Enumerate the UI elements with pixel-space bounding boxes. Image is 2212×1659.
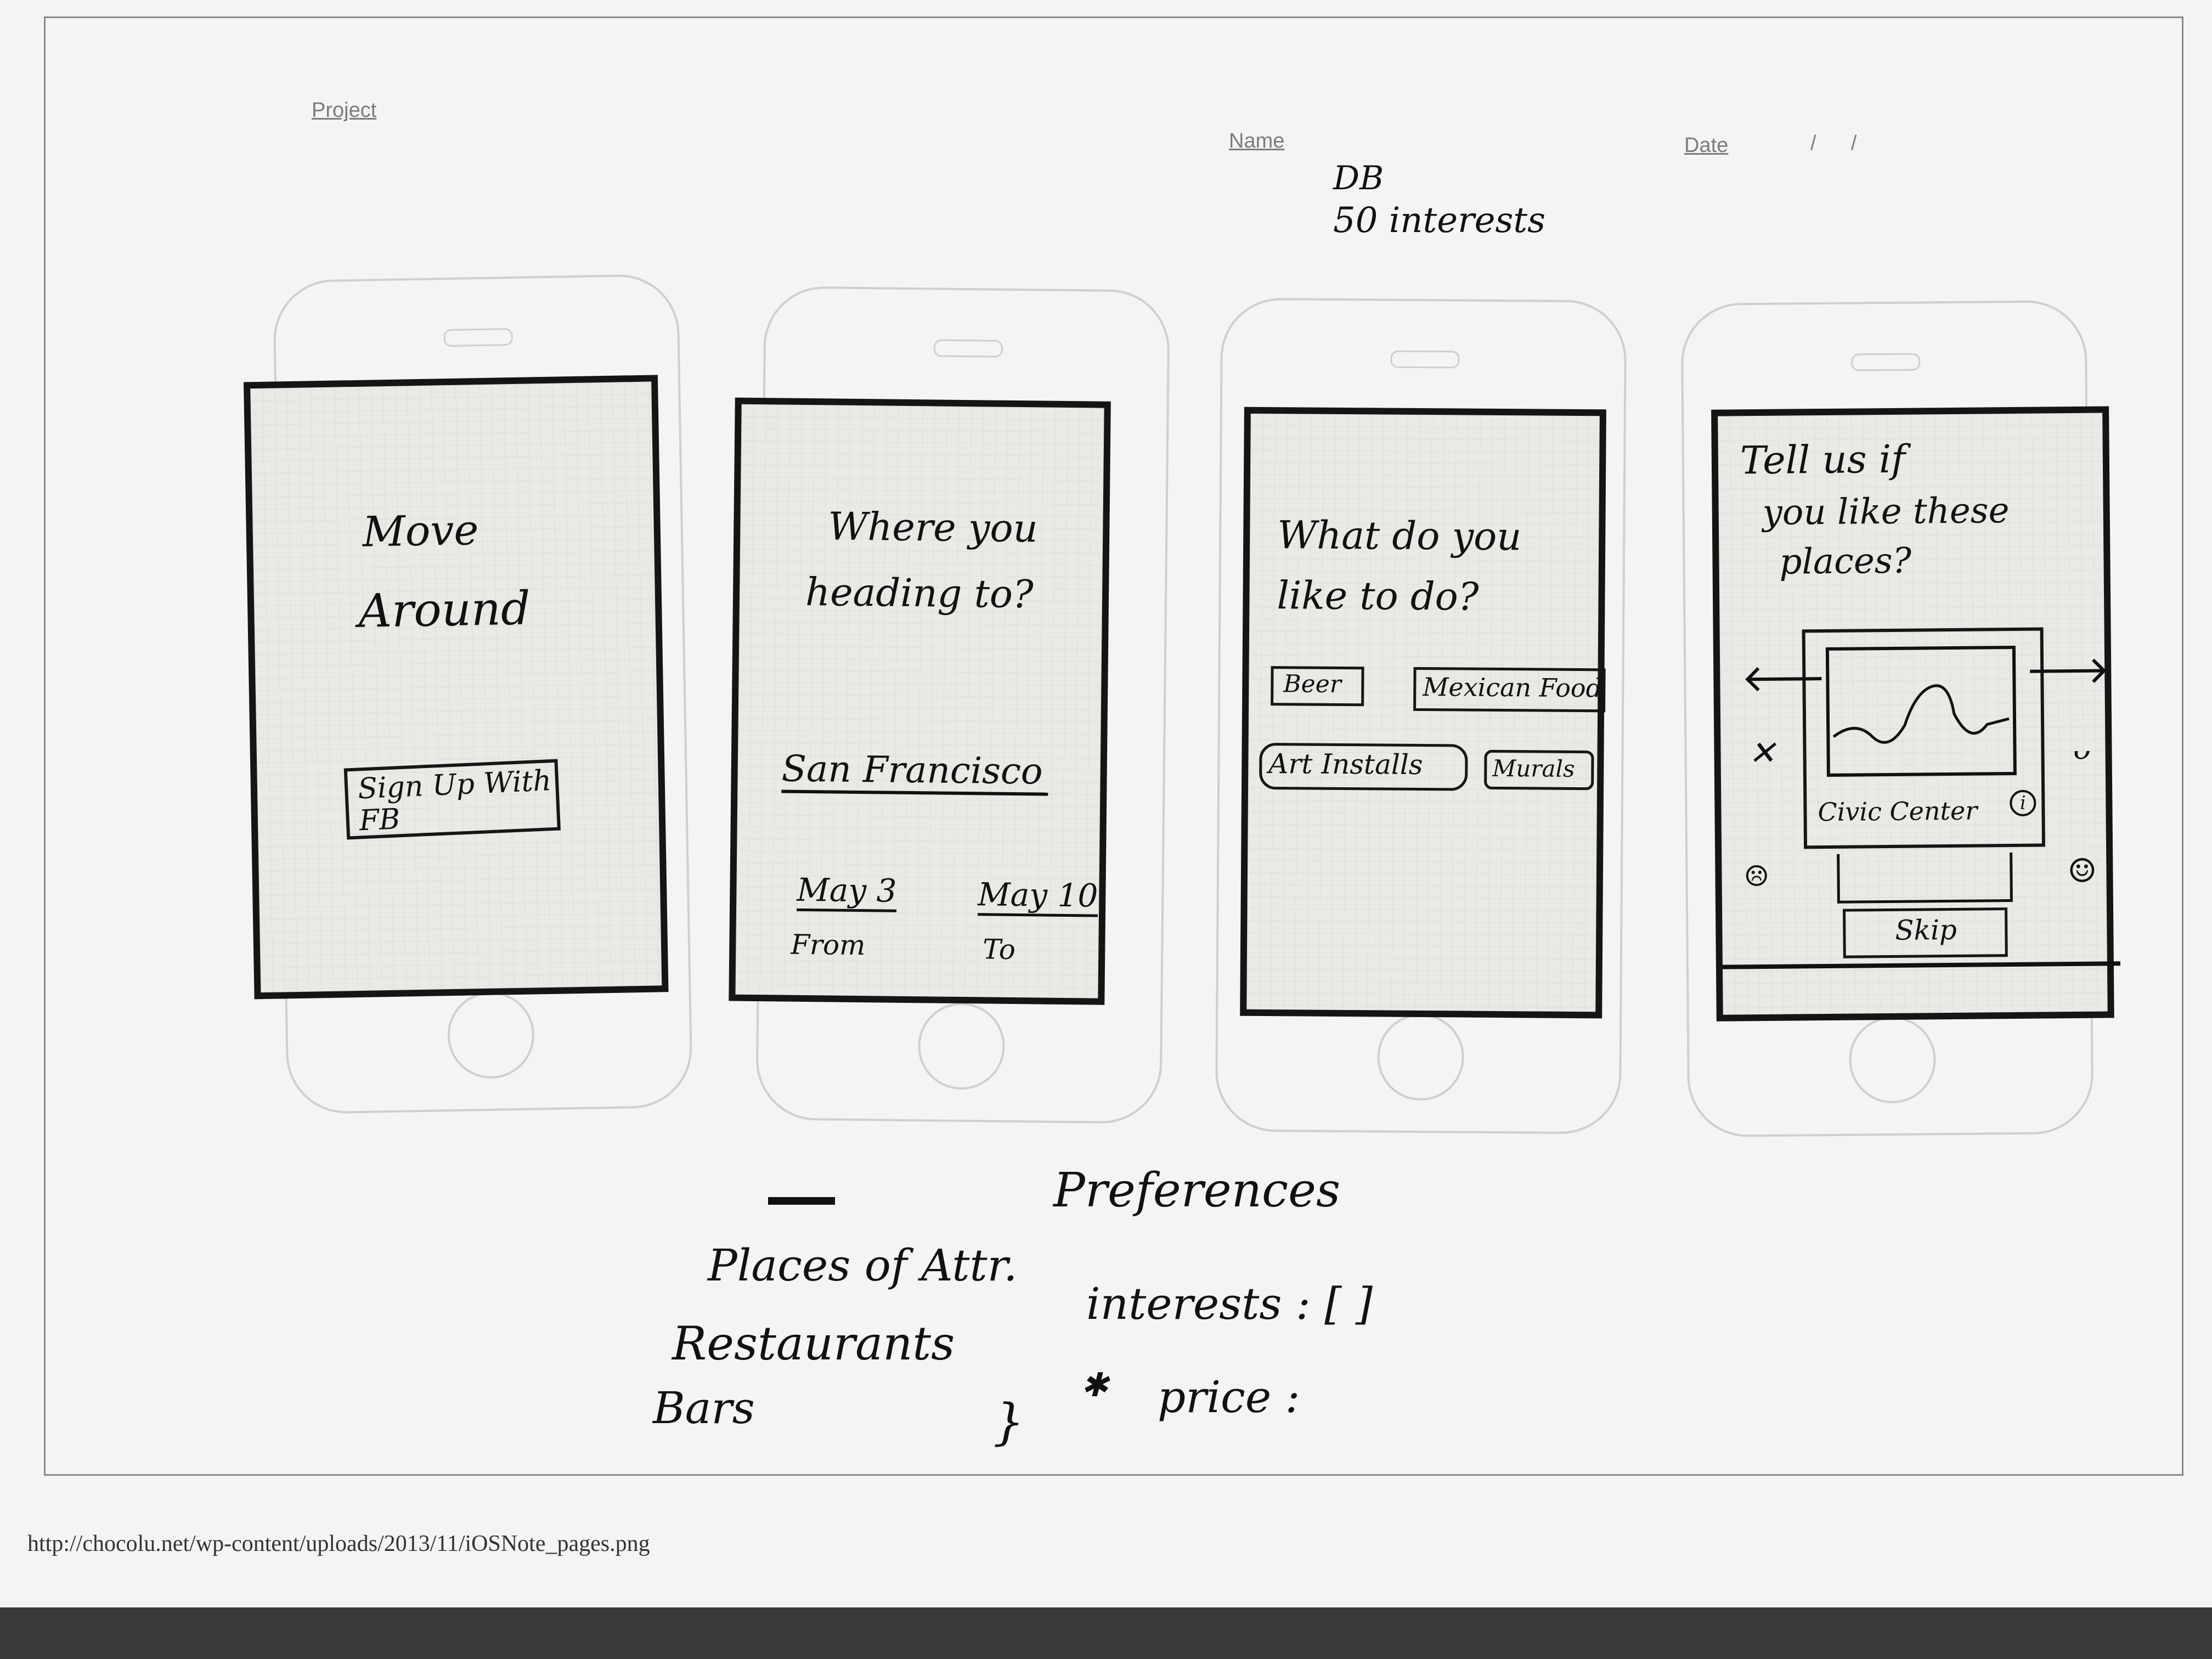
tag-chip[interactable]: Murals [1484, 749, 1594, 791]
date-separators: / / [1810, 132, 1857, 155]
places-prompt-line3: places? [1779, 540, 1912, 583]
info-badge[interactable]: i [2010, 789, 2036, 817]
tag-chip[interactable]: Art Installs [1259, 742, 1468, 791]
screen-signup: Move Around Sign Up With FB [244, 375, 669, 1000]
speaker-slot [443, 328, 513, 347]
signup-fb-label: Sign Up With FB [357, 764, 552, 838]
interests-question-line1: What do you [1277, 512, 1522, 560]
price-field: price : [1158, 1372, 1300, 1423]
sad-face-icon[interactable]: ☹ [1743, 860, 1770, 894]
place-name: Civic Center [1818, 795, 1978, 827]
place-card[interactable]: Civic Center i [1802, 627, 2046, 849]
dislike-x-icon[interactable]: ✕ [1748, 733, 1776, 773]
screen-interests: What do you like to do? Beer Mexican Foo… [1240, 407, 1606, 1019]
interests-field: interests : [ ] [1086, 1278, 1373, 1329]
happy-face-icon[interactable]: ☺ [2067, 851, 2097, 891]
name-label: Name [1229, 129, 1285, 153]
places-prompt-line1: Tell us if [1740, 436, 1906, 483]
tag-label: Mexican Food [1423, 672, 1602, 703]
date-label: Date [1684, 134, 1729, 157]
from-date-field[interactable]: May 3 [797, 871, 897, 912]
tag-label: Art Installs [1268, 748, 1423, 781]
app-title-line2: Around [358, 581, 531, 638]
speaker-slot [1390, 350, 1460, 369]
speaker-slot [1851, 353, 1921, 371]
speaker-slot [933, 339, 1003, 358]
home-button [917, 1002, 1006, 1090]
to-label: To [983, 933, 1016, 966]
phone-frame-3: What do you like to do? Beer Mexican Foo… [1215, 297, 1627, 1135]
phone-frame-2: Where you heading to? San Francisco May … [729, 286, 1170, 1124]
page-border [44, 16, 2183, 1476]
signup-fb-button[interactable]: Sign Up With FB [343, 759, 561, 840]
to-date-field[interactable]: May 10 [977, 876, 1098, 917]
note-db: DB [1333, 159, 1384, 198]
tag-chip[interactable]: Mexican Food [1413, 667, 1606, 713]
like-check-icon[interactable]: ᴗ [2072, 731, 2090, 766]
from-label: From [791, 928, 866, 962]
tag-chip[interactable]: Beer [1271, 666, 1364, 707]
arrow-right-icon[interactable] [2027, 654, 2110, 687]
destination-question-line2: heading to? [805, 569, 1034, 617]
app-title-line1: Move [362, 505, 479, 556]
paper-sheet: Project Name Date / / DB 50 interests Mo… [0, 0, 2212, 1607]
bottom-bar-line [1722, 961, 2120, 969]
category-restaurants: Restaurants [672, 1317, 955, 1370]
screen-places-swipe: Tell us if you like these places? Civic … [1711, 406, 2120, 1022]
home-button [447, 991, 535, 1080]
category-bars: Bars [653, 1383, 755, 1434]
note-50-interests: 50 interests [1333, 200, 1545, 241]
card-stack-shadow [1837, 853, 2013, 904]
interests-question-line2: like to do? [1277, 573, 1479, 619]
brace-mark: } [993, 1393, 1025, 1451]
screen-destination: Where you heading to? San Francisco May … [729, 397, 1111, 1005]
source-url: http://chocolu.net/wp-content/uploads/20… [27, 1531, 650, 1556]
places-prompt-line2: you like these [1762, 490, 2010, 533]
category-places: Places of Attr. [708, 1240, 1018, 1291]
home-button [1848, 1016, 1937, 1104]
tag-label: Beer [1283, 670, 1342, 698]
skip-button[interactable]: Skip [1843, 907, 2008, 958]
project-label: Project [312, 99, 377, 122]
preferences-heading: Preferences [1053, 1163, 1341, 1218]
price-bullet: ✱ [1081, 1366, 1109, 1404]
city-input[interactable]: San Francisco [781, 747, 1049, 796]
landscape-image-icon [1825, 645, 2017, 777]
home-button [1377, 1013, 1465, 1101]
phone-frame-1: Move Around Sign Up With FB [244, 273, 693, 1115]
phone-frame-4: Tell us if you like these places? Civic … [1680, 300, 2120, 1138]
destination-question-line1: Where you [827, 504, 1039, 551]
skip-label: Skip [1895, 913, 1957, 946]
scribbled-word [768, 1180, 835, 1220]
arrow-left-icon[interactable] [1742, 662, 1825, 696]
tag-label: Murals [1492, 754, 1575, 782]
